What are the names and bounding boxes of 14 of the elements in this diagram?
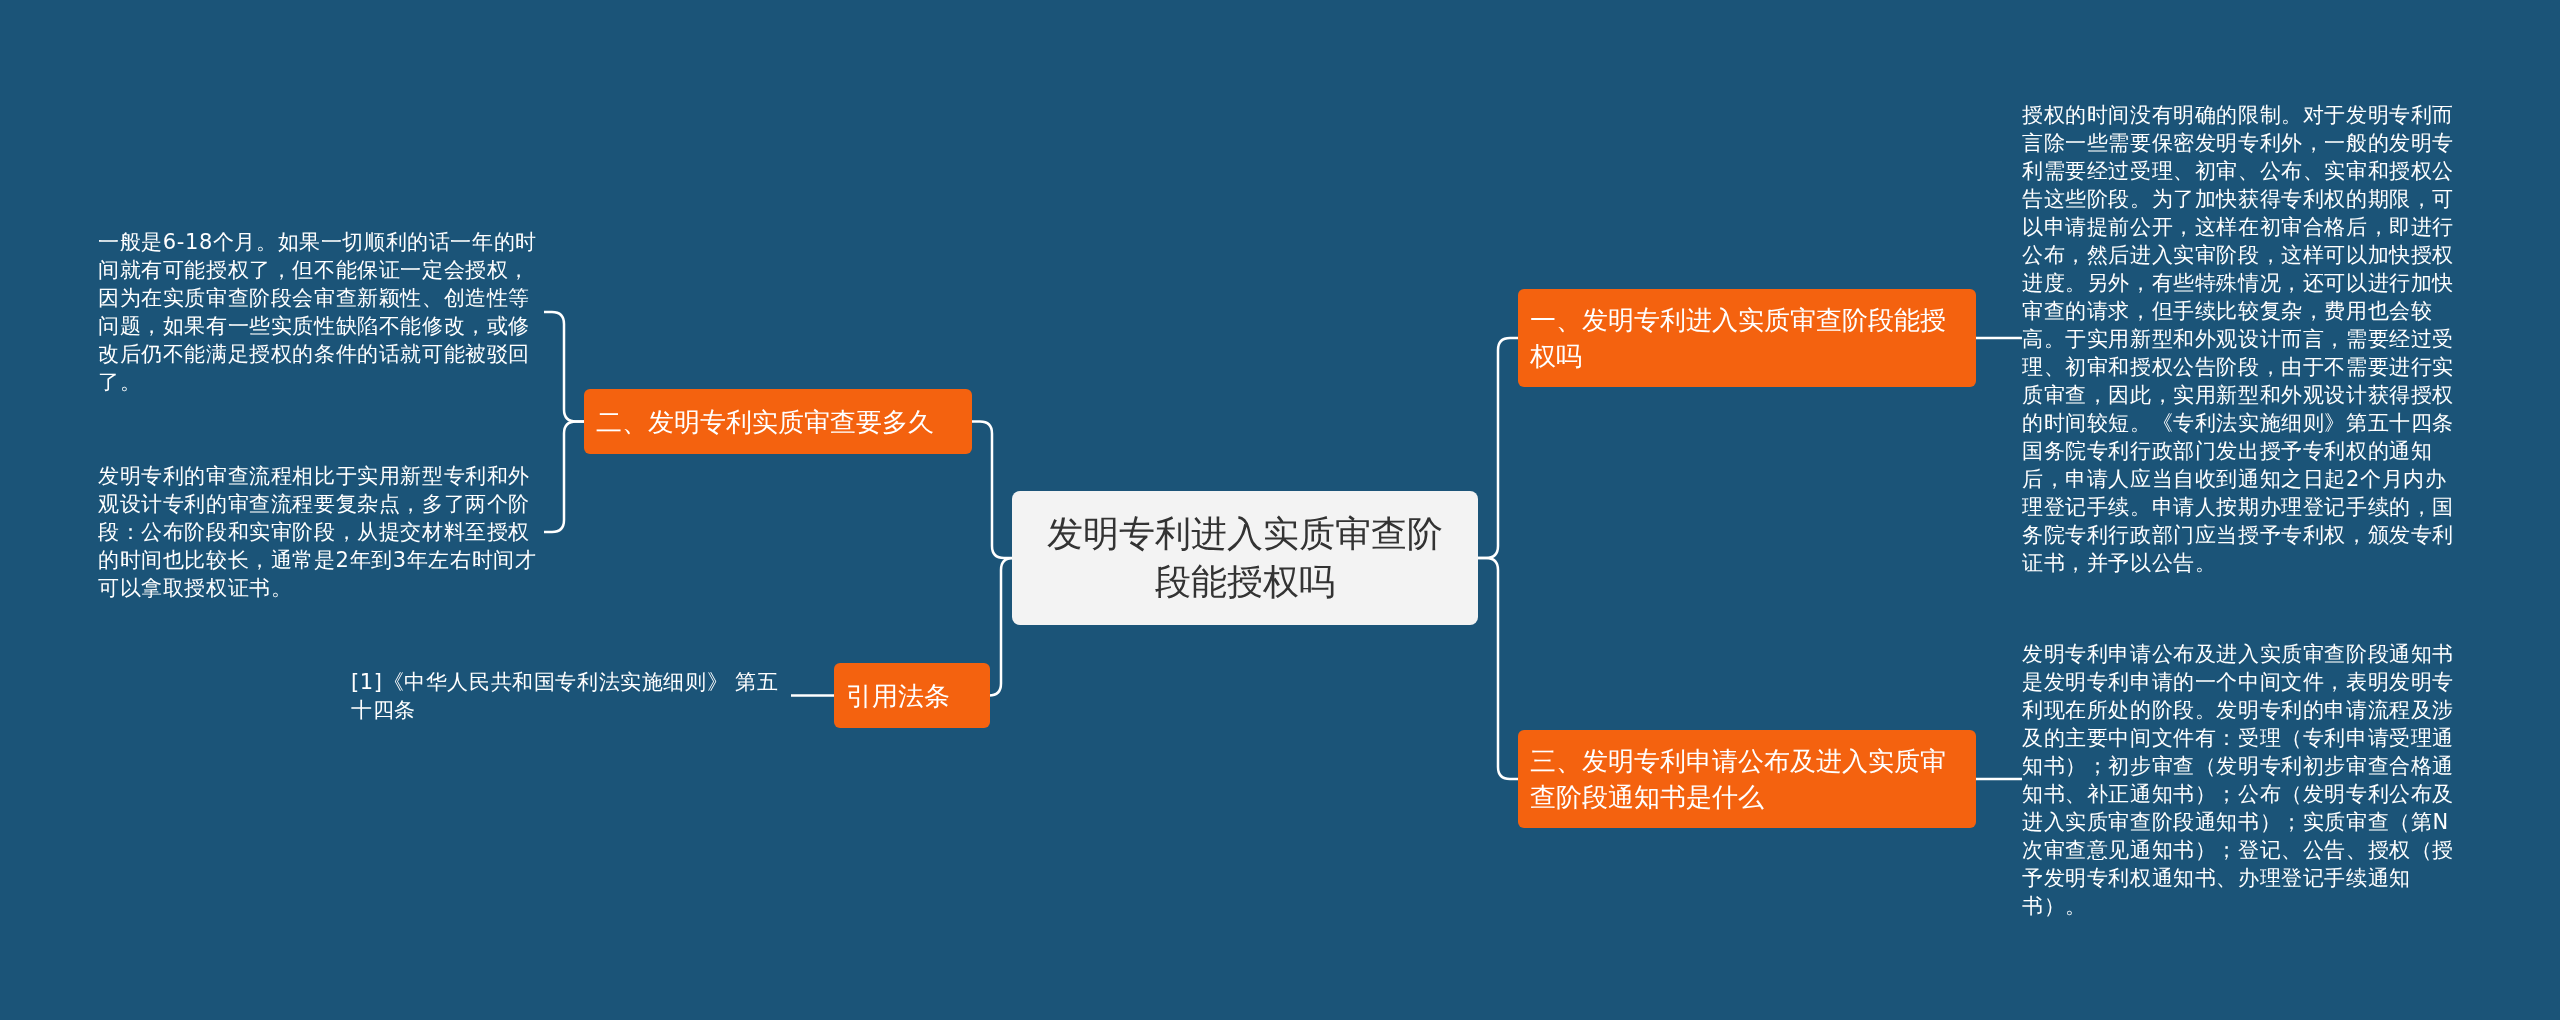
connector-line xyxy=(1976,777,2022,781)
note-text: 发明专利申请公布及进入实质审查阶段通知书是发明专利申请的一个中间文件，表明发明专利现在所处的阶段。发明专利的申请流程及涉及的主要中间文件有：受理（专利申请受理通知书）；初步审查（发明专利初步审查合格通知书、补正通知书）；公布（发明专利公布及进入实质审查阶段通知书）；实质审查（第N次审查意见通知书）；登记、公告、授权（授予发明专利权通知书、办理登记手续通知书）。 xyxy=(2022,640,2462,920)
note-text: 发明专利的审查流程相比于实用新型专利和外观设计专利的审查流程要复杂点，多了两个阶段：公布阶段和实审阶段，从提交材料至授权的时间也比较长，通常是2年到3年左右时间才可以拿取授权证书。 xyxy=(98,462,544,602)
connector-line xyxy=(791,694,834,697)
note-text: 授权的时间没有明确的限制。对于发明专利而言除一些需要保密发明专利外，一般的发明专利需要经过受理、初审、公布、实审和授权公告这些阶段。为了加快获得专利权的期限，可以申请提前公开，这样在初审合格后，即进行公布，然后进入实审阶段，这样可以加快授权进度。另外，有些特殊情况，还可以进行加快审查的请求，但手续比较复杂，费用也会较高。于实用新型和外观设计而言，需要经过受理、初审和授权公告阶段，由于不需要进行实质审查，因此，实用新型和外观设计获得授权的时间较短。《专利法实施细则》第五十四条国务院专利行政部门发出授予专利权的通知后，申请人应当自收到通知之日起2个月内办理登记手续。申请人按期办理登记手续的，国务院专利行政部门应当授予专利权，颁发专利证书，并予以公告。 xyxy=(2022,101,2462,577)
topic-box: 一、发明专利进入实质审查阶段能授权吗 xyxy=(1518,289,1976,387)
topic-box: 二、发明专利实质审查要多久 xyxy=(584,389,972,454)
connector-line xyxy=(1976,336,2022,340)
topic-box: 三、发明专利申请公布及进入实质审查阶段通知书是什么 xyxy=(1518,730,1976,828)
note-text: 一般是6-18个月。如果一切顺利的话一年的时间就有可能授权了，但不能保证一定会授权，因为在实质审查阶段会审查新颖性、创造性等问题，如果有一些实质性缺陷不能修改，或修改后仍不能满足授权的条件的话就可能被驳回了。 xyxy=(98,228,544,396)
central-topic-box: 发明专利进入实质审查阶段能授权吗 xyxy=(1012,491,1478,625)
topic-box: 引用法条 xyxy=(834,663,990,728)
connector-line xyxy=(1478,556,1518,781)
note-text: [1]《中华人民共和国专利法实施细则》 第五十四条 xyxy=(351,668,791,724)
